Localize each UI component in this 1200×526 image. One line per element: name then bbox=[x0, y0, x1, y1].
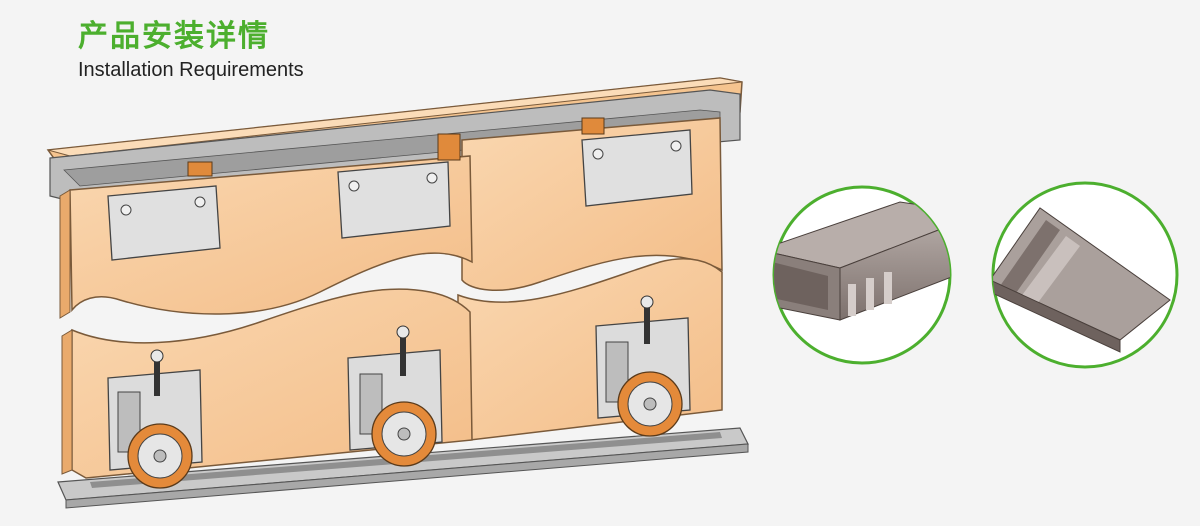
top-bracket-3 bbox=[581, 117, 693, 207]
top-bracket-2 bbox=[337, 133, 461, 239]
bottom-roller-1 bbox=[107, 349, 203, 489]
bottom-roller-3 bbox=[595, 295, 691, 437]
page-title-cn: 产品安装详情 bbox=[78, 19, 270, 54]
sliding-door-assembly bbox=[46, 77, 749, 509]
header: 产品安装详情 Installation Requirements bbox=[78, 18, 304, 82]
top-track-profile-detail bbox=[772, 185, 952, 365]
page-title-en: Installation Requirements bbox=[78, 59, 304, 81]
bottom-roller-2 bbox=[347, 325, 443, 467]
bottom-track-profile-detail bbox=[991, 181, 1179, 369]
top-bracket-1 bbox=[107, 161, 221, 261]
